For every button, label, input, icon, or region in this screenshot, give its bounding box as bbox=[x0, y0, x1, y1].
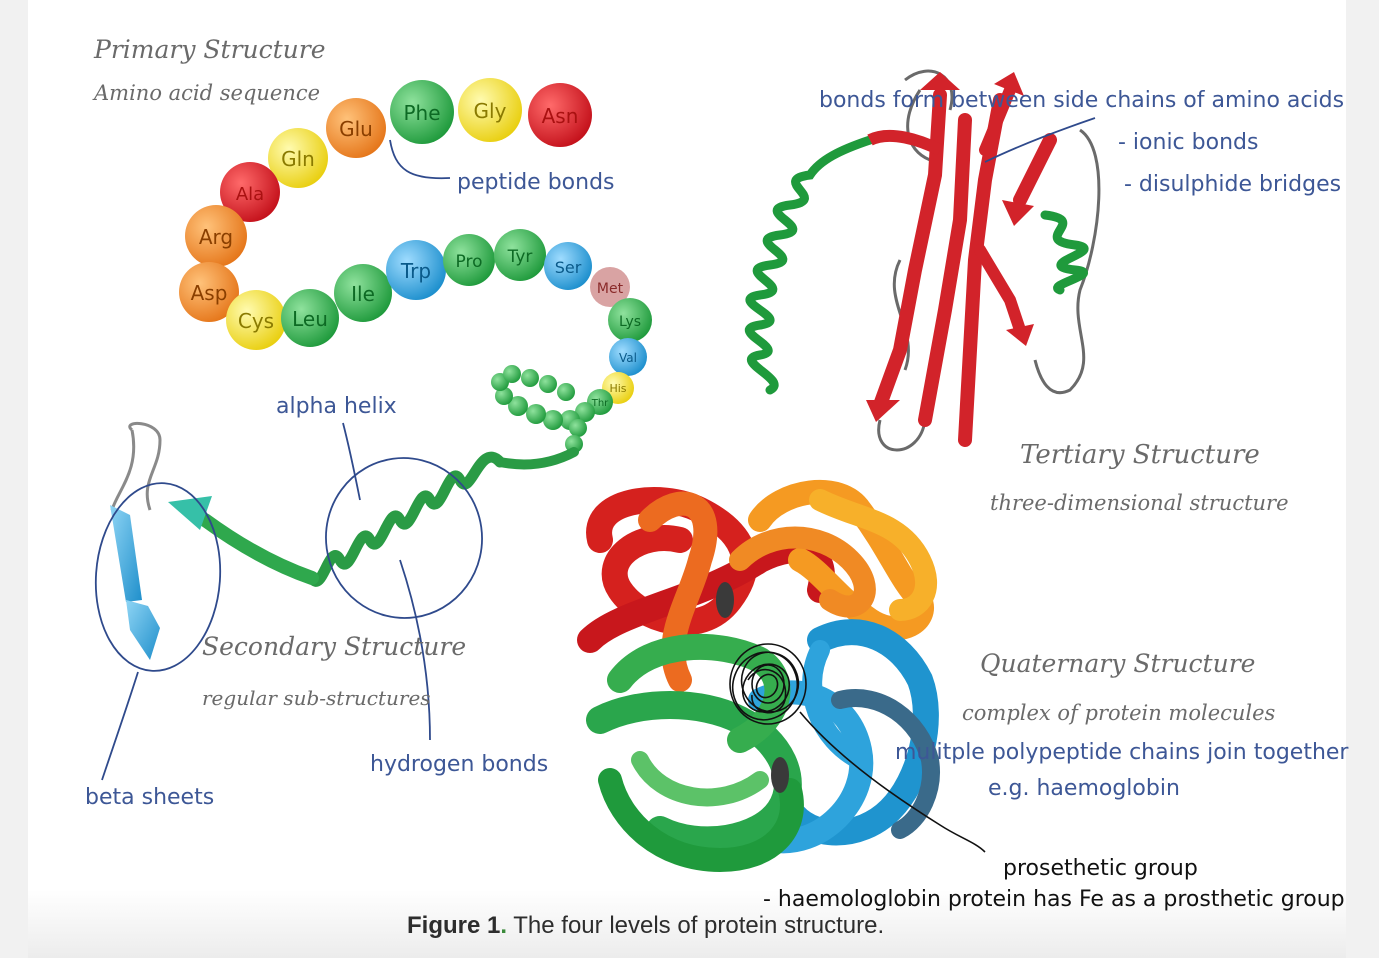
amino-acid-label: Ala bbox=[236, 184, 264, 205]
amino-acid-label: His bbox=[609, 382, 626, 395]
primary-structure-title: Primary Structure bbox=[93, 35, 326, 64]
amino-acid-label: Cys bbox=[238, 309, 274, 333]
amino-acid-bead-arg: Arg bbox=[185, 205, 247, 267]
amino-acid-bead-ala: Ala bbox=[220, 162, 280, 222]
amino-acid-bead-ser: Ser bbox=[544, 242, 592, 290]
annotation-ink bbox=[94, 117, 1096, 781]
amino-acid-label: Tyr bbox=[507, 247, 533, 267]
amino-acid-bead-lys: Lys bbox=[608, 298, 652, 342]
amino-acid-bead-trp: Trp bbox=[386, 240, 446, 300]
amino-acid-bead-ile: Ile bbox=[334, 264, 392, 322]
secondary-structure-title: Secondary Structure bbox=[202, 632, 466, 661]
quaternary-structure bbox=[577, 479, 940, 872]
amino-acid-label: Trp bbox=[400, 259, 431, 283]
beta-sheets-label: beta sheets bbox=[85, 785, 214, 810]
amino-acid-label: Met bbox=[597, 281, 624, 297]
amino-acid-label: Arg bbox=[199, 225, 233, 249]
amino-acid-bead-gly: Gly bbox=[458, 78, 522, 142]
amino-acid-label: Pro bbox=[456, 252, 483, 272]
hydrogen-bonds-label: hydrogen bonds bbox=[370, 752, 548, 777]
ionic-bonds-label: - ionic bonds bbox=[1118, 130, 1258, 155]
amino-acid-label: Ile bbox=[351, 282, 375, 306]
amino-acid-bead-val: Val bbox=[609, 338, 647, 376]
amino-acid-bead-phe: Phe bbox=[390, 80, 454, 144]
haemoglobin-example-label: e.g. haemoglobin bbox=[988, 776, 1180, 801]
amino-acid-bead-asp: Asp bbox=[179, 262, 239, 322]
amino-acid-bead-leu: Leu bbox=[281, 289, 339, 347]
amino-acid-bead-tyr: Tyr bbox=[494, 229, 546, 281]
alpha-helix-label: alpha helix bbox=[276, 394, 397, 419]
amino-acid-bead-met: Met bbox=[590, 267, 630, 307]
quaternary-structure-subtitle: complex of protein molecules bbox=[962, 701, 1276, 725]
figure-caption-text: The four levels of protein structure. bbox=[507, 912, 885, 939]
amino-acid-label: Ser bbox=[555, 258, 582, 277]
amino-acid-bead-gln: Gln bbox=[268, 128, 328, 188]
prosthetic-group-scribble bbox=[729, 643, 986, 853]
primary-structure-chain: Asn Gly Phe Glu Gln Ala Arg Asp Cys Leu … bbox=[179, 78, 652, 415]
amino-acid-label: Asn bbox=[542, 104, 579, 128]
amino-acid-label: Val bbox=[619, 351, 637, 365]
amino-acid-bead-asn: Asn bbox=[528, 83, 592, 147]
amino-acid-label: Asp bbox=[191, 281, 228, 305]
amino-acid-bead-glu: Glu bbox=[326, 98, 386, 158]
tertiary-bonds-annotation: bonds form between side chains of amino … bbox=[819, 88, 1344, 113]
prosthetic-group-note: - haemologlobin protein has Fe as a pros… bbox=[763, 887, 1345, 912]
amino-acid-label: Phe bbox=[403, 101, 440, 125]
amino-acid-label: Gln bbox=[281, 147, 315, 171]
amino-acid-bead-cys: Cys bbox=[226, 290, 286, 350]
tertiary-structure-title: Tertiary Structure bbox=[1020, 440, 1260, 470]
amino-acid-label: Gly bbox=[474, 99, 507, 123]
figure-caption: Figure 1. The four levels of protein str… bbox=[407, 912, 884, 940]
secondary-structure-subtitle: regular sub-structures bbox=[202, 686, 431, 710]
quaternary-structure-title: Quaternary Structure bbox=[980, 649, 1255, 678]
primary-structure-subtitle: Amino acid sequence bbox=[92, 81, 320, 105]
figure-caption-dot: . bbox=[500, 912, 508, 939]
tertiary-structure bbox=[744, 69, 1101, 452]
alpha-helix-coil bbox=[306, 451, 506, 587]
figure-number: Figure 1 bbox=[407, 912, 501, 939]
amino-acid-label: Leu bbox=[292, 307, 328, 331]
bead-loop bbox=[491, 365, 595, 453]
tertiary-structure-subtitle: three-dimensional structure bbox=[990, 491, 1289, 515]
bottom-fade bbox=[28, 890, 1346, 958]
prosthetic-group-label: prosethetic group bbox=[1003, 856, 1198, 881]
secondary-structure bbox=[110, 421, 579, 660]
beta-sheet-strand bbox=[110, 505, 142, 602]
quaternary-chains-annotation: mulitple polypeptide chains join togethe… bbox=[895, 740, 1349, 765]
amino-acid-label: Thr bbox=[591, 398, 609, 409]
disulphide-bridges-label: - disulphide bridges bbox=[1124, 172, 1341, 197]
amino-acid-label: Lys bbox=[619, 314, 641, 330]
amino-acid-label: Glu bbox=[339, 117, 373, 141]
amino-acid-bead-pro: Pro bbox=[443, 234, 495, 286]
peptide-bonds-label: peptide bonds bbox=[457, 170, 615, 195]
